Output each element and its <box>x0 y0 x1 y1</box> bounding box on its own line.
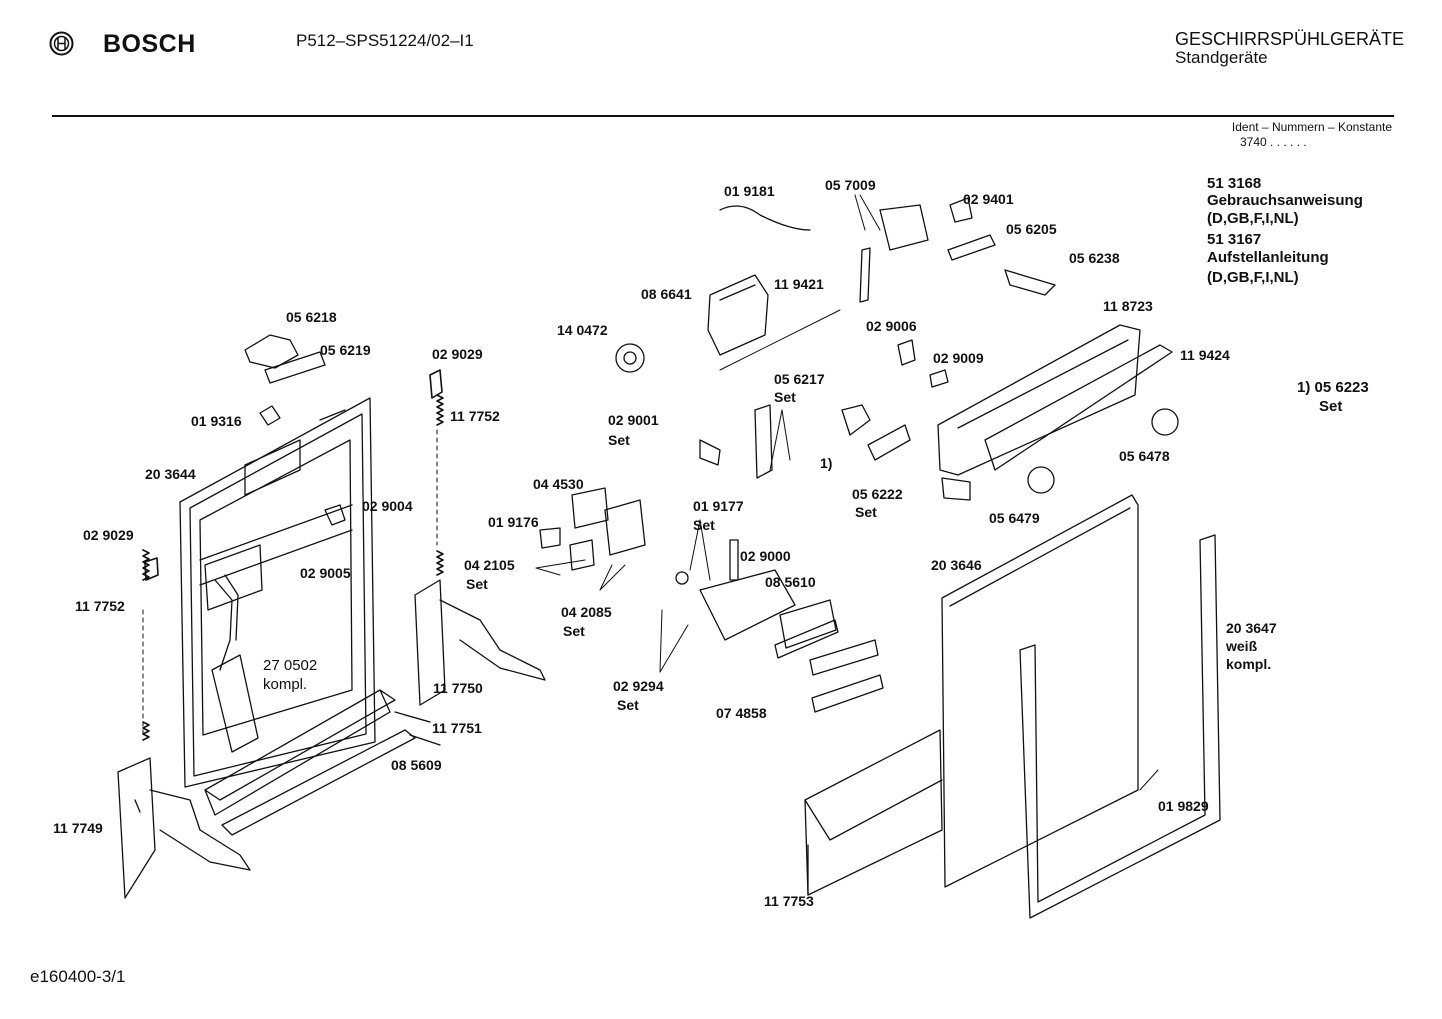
part-label: Set <box>774 389 796 405</box>
part-label: 1) <box>820 455 833 471</box>
info-text-2: Aufstellanleitung <box>1207 249 1329 266</box>
part-label: 14 0472 <box>557 322 608 338</box>
part-label: 08 5609 <box>391 757 442 773</box>
subcategory-title: Standgeräte <box>1175 48 1268 67</box>
part-label: 11 9421 <box>774 276 824 292</box>
part-label: 11 8723 <box>1103 298 1153 314</box>
header-rule <box>52 115 1394 117</box>
part-label: 02 9004 <box>362 498 413 514</box>
part-label: 04 2105 <box>464 557 515 573</box>
drawing-reference: e160400-3/1 <box>30 967 126 986</box>
part-label: 20 3647 <box>1226 620 1277 636</box>
control-panel <box>841 324 1179 501</box>
outer-door-panel <box>941 494 1139 888</box>
part-label: 05 6238 <box>1069 250 1120 266</box>
kick-plate <box>804 729 943 896</box>
part-label: Set <box>693 517 715 533</box>
part-label: kompl. <box>263 676 308 693</box>
part-label: Set <box>563 623 585 639</box>
info-langs-2: (D,GB,F,I,NL) <box>1207 269 1299 286</box>
part-label: 01 9829 <box>1158 798 1209 814</box>
part-label: 11 7752 <box>75 598 125 614</box>
part-label: 05 6218 <box>286 309 337 325</box>
category-title: GESCHIRRSPÜHLGERÄTE <box>1175 29 1405 49</box>
part-label: 11 9424 <box>1180 347 1230 363</box>
ident-caption: Ident – Nummern – Konstante <box>1231 120 1392 134</box>
part-label: 02 9294 <box>613 678 664 694</box>
part-label: 05 6205 <box>1006 221 1057 237</box>
dispenser-parts <box>539 404 884 713</box>
part-label: 02 9401 <box>963 191 1014 207</box>
part-label: 02 9029 <box>83 527 134 543</box>
hinges <box>117 579 546 899</box>
part-label: Set <box>1319 398 1343 415</box>
part-label: Set <box>466 576 488 592</box>
lower-trims <box>204 689 441 836</box>
part-label: Set <box>608 432 630 448</box>
model-number: P512–SPS51224/02–I1 <box>296 31 474 50</box>
part-label: 02 9005 <box>300 565 351 581</box>
part-label: 02 9009 <box>933 350 984 366</box>
part-label: 11 7749 <box>53 820 103 836</box>
part-label: weiß <box>1226 638 1258 654</box>
part-label: Set <box>855 504 877 520</box>
part-label: 01 9176 <box>488 514 539 530</box>
part-label: 05 6217 <box>774 371 825 387</box>
part-label: 27 0502 <box>263 657 318 674</box>
part-label: 05 6479 <box>989 510 1040 526</box>
part-label: Set <box>617 697 639 713</box>
part-label: 08 6641 <box>641 286 692 302</box>
part-label: 11 7750 <box>433 680 483 696</box>
latch-parts <box>244 334 346 526</box>
part-label: 01 9316 <box>191 413 242 429</box>
springs <box>142 369 444 741</box>
part-label: 04 4530 <box>533 476 584 492</box>
part-label: 08 5610 <box>765 574 816 590</box>
leader-lines <box>404 194 1159 791</box>
part-label: 05 6219 <box>320 342 371 358</box>
part-label: 02 9000 <box>740 548 791 564</box>
part-label: 01 9177 <box>693 498 744 514</box>
part-label: 20 3644 <box>145 466 196 482</box>
part-label: 01 9181 <box>724 183 775 199</box>
bosch-logo-icon <box>49 31 74 56</box>
brand-name: BOSCH <box>103 30 196 58</box>
part-label: 05 6222 <box>852 486 903 502</box>
part-label: 1) 05 6223 <box>1297 379 1369 396</box>
part-label: 11 7753 <box>764 893 814 909</box>
ident-value: 3740 . . . . . . <box>1240 135 1307 149</box>
part-label: 20 3646 <box>931 557 982 573</box>
part-label: 02 9029 <box>432 346 483 362</box>
info-langs-1: (D,GB,F,I,NL) <box>1207 210 1299 227</box>
control-module <box>615 197 1056 388</box>
decor-frame <box>1019 534 1221 919</box>
part-label: 04 2085 <box>561 604 612 620</box>
part-label: 02 9006 <box>866 318 917 334</box>
part-label: 02 9001 <box>608 412 659 428</box>
part-label: 05 6478 <box>1119 448 1170 464</box>
inner-door-frame <box>179 397 376 788</box>
part-label: 11 7751 <box>432 720 482 736</box>
info-text-1: Gebrauchsanweisung <box>1207 192 1363 209</box>
info-code-1: 51 3168 <box>1207 175 1262 192</box>
part-label: 07 4858 <box>716 705 767 721</box>
part-label: 05 7009 <box>825 177 876 193</box>
part-label: kompl. <box>1226 656 1272 672</box>
part-label: 11 7752 <box>450 408 500 424</box>
info-code-2: 51 3167 <box>1207 231 1262 248</box>
